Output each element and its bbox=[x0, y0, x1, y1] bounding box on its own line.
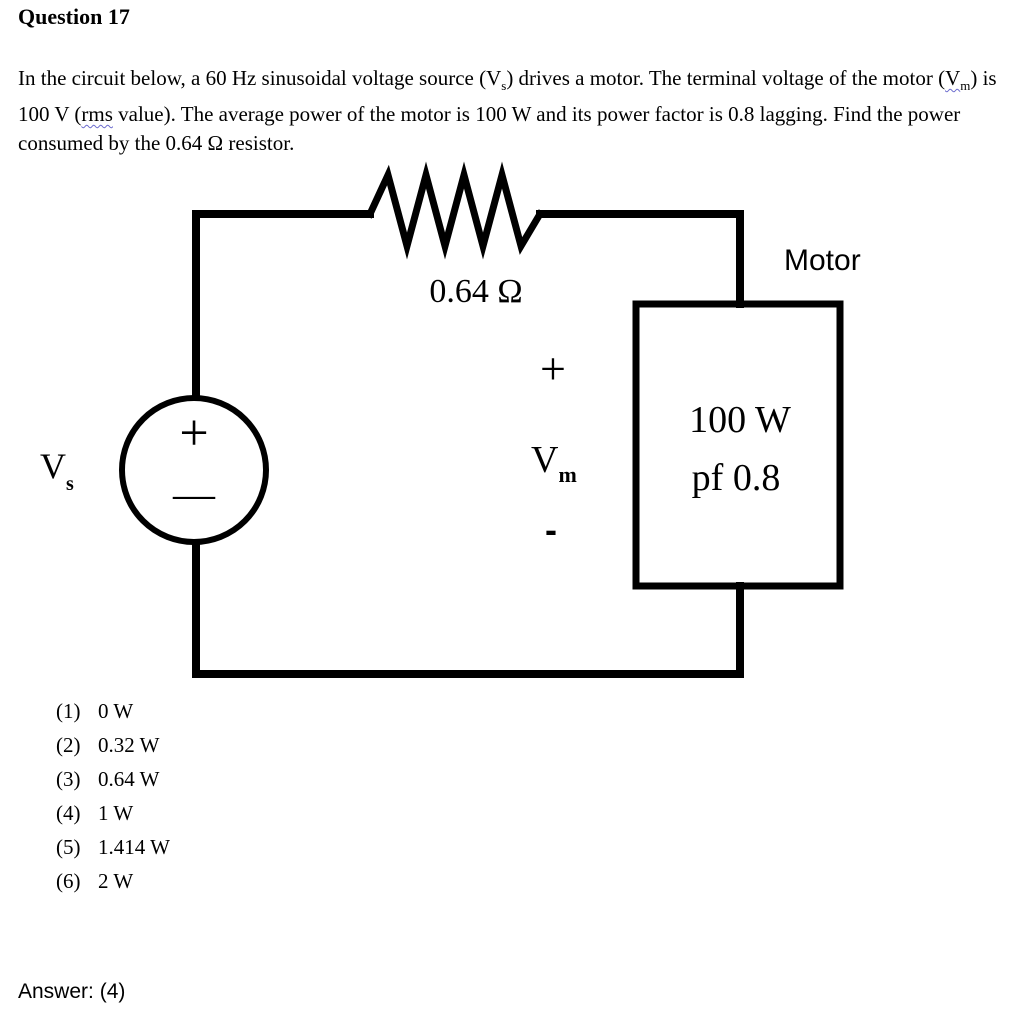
vs-subscript: s bbox=[501, 78, 507, 94]
answer-label: Answer: bbox=[18, 980, 94, 1003]
vm-minus-sign: - bbox=[545, 509, 557, 550]
vm-plus-sign: + bbox=[540, 343, 566, 394]
source-minus-sign: — bbox=[172, 472, 216, 518]
answer-options: (1)0 W (2)0.32 W (3)0.64 W (4)1 W (5)1.4… bbox=[56, 694, 170, 898]
option-6: (6)2 W bbox=[56, 869, 134, 893]
option-4: (4)1 W bbox=[56, 801, 134, 825]
option-1: (1)0 W bbox=[56, 699, 134, 723]
top-right-wire bbox=[536, 210, 744, 308]
motor-label: Motor bbox=[784, 244, 861, 277]
motor-box bbox=[632, 300, 844, 590]
problem-text-part-2: ) drives a motor. The terminal voltage o… bbox=[506, 66, 946, 90]
problem-statement: In the circuit below, a 60 Hz sinusoidal… bbox=[18, 64, 1008, 158]
problem-text-part-4: value). The average power of the motor i… bbox=[18, 102, 961, 156]
circuit-diagram: + — Vs 0.64 Ω Motor + Vm - 100 W pf 0.8 bbox=[40, 161, 861, 678]
rms-term: rms bbox=[81, 102, 113, 127]
resistor-symbol bbox=[365, 161, 545, 260]
resistor-label: 0.64 Ω bbox=[429, 273, 522, 310]
top-left-wire bbox=[192, 210, 374, 396]
option-2: (2)0.32 W bbox=[56, 733, 160, 757]
motor-pf-label: pf 0.8 bbox=[692, 457, 781, 499]
source-plus-sign: + bbox=[179, 405, 208, 462]
motor-power-label: 100 W bbox=[689, 399, 791, 441]
voltage-source-symbol bbox=[119, 395, 269, 545]
problem-text-part-3: ) is 100 V ( bbox=[18, 66, 997, 127]
answer-line: Answer: (4) bbox=[18, 980, 125, 1004]
vm-label: Vm bbox=[531, 439, 577, 487]
bottom-wire bbox=[192, 544, 744, 678]
answer-value: (4) bbox=[99, 980, 126, 1003]
question-title: Question 17 bbox=[18, 4, 130, 29]
problem-text-part-1: In the circuit below, a 60 Hz sinusoidal… bbox=[18, 66, 502, 90]
option-3: (3)0.64 W bbox=[56, 767, 160, 791]
source-label: Vs bbox=[40, 446, 74, 495]
vm-symbol: Vm bbox=[945, 66, 971, 94]
option-5: (5)1.414 W bbox=[56, 835, 170, 859]
